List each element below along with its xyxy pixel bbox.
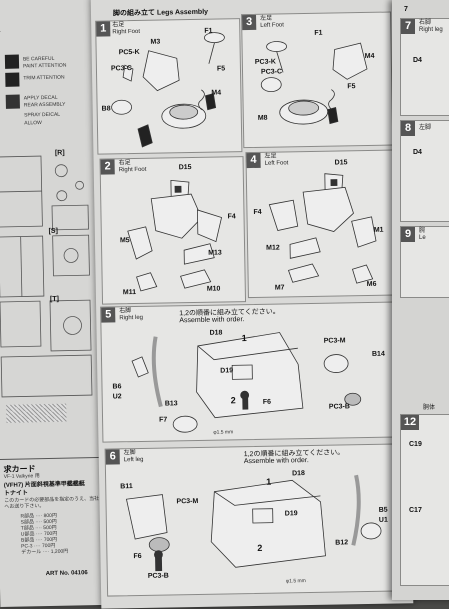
part-label: D19 xyxy=(220,367,234,375)
part-label: U1 xyxy=(378,516,388,524)
part-label: F1 xyxy=(314,29,323,37)
part-label: F1 xyxy=(204,27,213,35)
part-label: M12 xyxy=(266,244,280,252)
part-label: D15 xyxy=(178,164,192,172)
order-card-text: このカードの必要部品を指定のうえ、当社へお送り下さい。 xyxy=(4,495,100,510)
step-6-screw-size: φ1.5 mm xyxy=(285,578,306,585)
step-5-leg-drawing xyxy=(131,332,362,433)
step-4-foot-drawing xyxy=(268,173,377,284)
step-7-subtitle: Right leg xyxy=(419,27,443,33)
step-12-number: 12 xyxy=(401,415,419,430)
left-page: ··· BE CAREFUL PAINT ATTENTION TRIM ATTE… xyxy=(0,0,107,608)
part-label: M7 xyxy=(274,284,285,292)
part-label: PC3-B xyxy=(328,403,350,411)
part-label: M11 xyxy=(122,289,137,297)
part-label: PC3-B xyxy=(147,572,169,580)
part-label: F5 xyxy=(347,83,356,91)
part-label: U2 xyxy=(112,393,122,401)
step-9-panel: 9 腕 Le xyxy=(400,226,449,298)
order-card-item-2: トナイト xyxy=(3,490,29,497)
step-2-panel: 2 右足 Right Foot D15 F4 M5 M13 M11 M10 xyxy=(99,156,247,305)
part-label: PC3-C xyxy=(110,65,133,73)
part-label: B8 xyxy=(101,105,111,113)
part-label: F5 xyxy=(216,65,226,73)
part-label: B13 xyxy=(164,400,178,408)
hatched-note-box xyxy=(6,403,67,423)
part-label: D18 xyxy=(209,329,223,337)
order-card: 求カード VF-1 Valkyrie 用 (VFH7) 片面斜視基準甲艦艦艇 ト… xyxy=(0,456,107,601)
part-label: M6 xyxy=(366,280,377,288)
art-number: ART No. 04106 xyxy=(45,570,88,578)
runner-label-s: [S] xyxy=(48,227,58,235)
part-label: PC3-M xyxy=(323,337,346,345)
top-right-step-number: 7 xyxy=(404,6,408,13)
step-6-panel: 6 左脚 Left leg 1,2の順番に組み立てください。 Assemble … xyxy=(104,443,404,597)
part-label: B14 xyxy=(371,350,385,358)
part-label: PC5-K xyxy=(118,48,140,57)
part-label: C19 xyxy=(409,441,422,448)
step-mark: 1 xyxy=(241,333,247,344)
step-7-title: 右脚 xyxy=(419,20,432,26)
right-page: 7 右脚 Right leg D4 8 左脚 D4 9 腕 Le 12 胴体 C… xyxy=(392,0,449,600)
part-label: PC3-C xyxy=(260,68,283,76)
part-label: M1 xyxy=(373,226,384,234)
step-mark: 2 xyxy=(230,395,236,406)
step-1-panel: 1 右足 Right Foot M3 F1 PC5-K PC3-C F5 B8 … xyxy=(95,18,243,155)
part-label: F7 xyxy=(159,416,168,424)
part-label: M10 xyxy=(206,285,221,293)
step-8-panel: 8 左脚 D4 xyxy=(400,120,449,222)
runner-label-t: [T] xyxy=(49,295,59,303)
step-7-number: 7 xyxy=(401,19,415,34)
price-row: デカール ···· 1,200円 xyxy=(21,548,69,556)
step-6-leg-drawing xyxy=(125,474,382,572)
step-8-title: 左脚 xyxy=(419,125,432,131)
step-9-title: 腕 xyxy=(419,228,426,234)
part-label: B11 xyxy=(120,483,133,491)
part-label: F6 xyxy=(262,398,272,406)
step-5-panel: 5 右脚 Right leg 1,2の順番に組み立てください。 Assemble… xyxy=(100,301,399,443)
part-label: D15 xyxy=(334,159,348,167)
step-12-panel: 12 胴体 C19 C17 xyxy=(400,405,449,586)
step-mark: 1 xyxy=(266,476,272,487)
part-label: C17 xyxy=(409,507,422,514)
main-page: 脚の組み立て Legs Assembly 1 右足 Right Foot M3 … xyxy=(90,0,414,609)
part-label: M3 xyxy=(150,38,161,46)
part-label: F6 xyxy=(133,552,142,561)
part-label: M13 xyxy=(208,249,222,257)
step-5-screw-size: φ1.5 mm xyxy=(213,429,234,436)
step-7-panel: 7 右脚 Right leg D4 xyxy=(400,18,449,116)
step-9-number: 9 xyxy=(401,227,415,242)
part-label: M4 xyxy=(211,89,222,97)
part-label: D4 xyxy=(413,149,422,156)
step-3-panel: 3 左足 Left Foot F1 PC3-K PC3-C M4 F5 M8 xyxy=(241,11,394,149)
part-label: M8 xyxy=(257,114,268,122)
step-mark: 2 xyxy=(257,542,263,553)
runner-sprue-drawings xyxy=(0,155,93,398)
part-label: D18 xyxy=(291,470,305,478)
section-title: 脚の組み立て Legs Assembly xyxy=(112,8,209,18)
step-12-title: 胴体 xyxy=(423,405,436,411)
part-label: PC3-M xyxy=(176,497,199,506)
part-label: M4 xyxy=(364,52,375,60)
part-label: B5 xyxy=(378,506,388,514)
part-label: D19 xyxy=(284,510,298,518)
part-label: B12 xyxy=(335,539,349,547)
step-1-foot-drawing xyxy=(111,32,225,148)
step-4-panel: 4 左足 Left Foot D15 F4 M1 M12 M7 M6 xyxy=(245,149,396,299)
part-label: PC3-K xyxy=(254,58,276,66)
step-8-number: 8 xyxy=(401,121,415,136)
price-table: R部品 ···· 800円 S部品 ···· 500円 T部品 ···· 500… xyxy=(20,512,101,556)
part-label: D4 xyxy=(413,57,422,64)
step-2-foot-drawing xyxy=(127,179,223,292)
part-label: M5 xyxy=(119,237,130,245)
part-label: B6 xyxy=(112,383,122,391)
step-3-foot-drawing xyxy=(260,41,368,125)
part-label: F4 xyxy=(253,208,262,216)
step-9-subtitle: Le xyxy=(419,235,426,241)
part-label: F4 xyxy=(227,213,236,221)
